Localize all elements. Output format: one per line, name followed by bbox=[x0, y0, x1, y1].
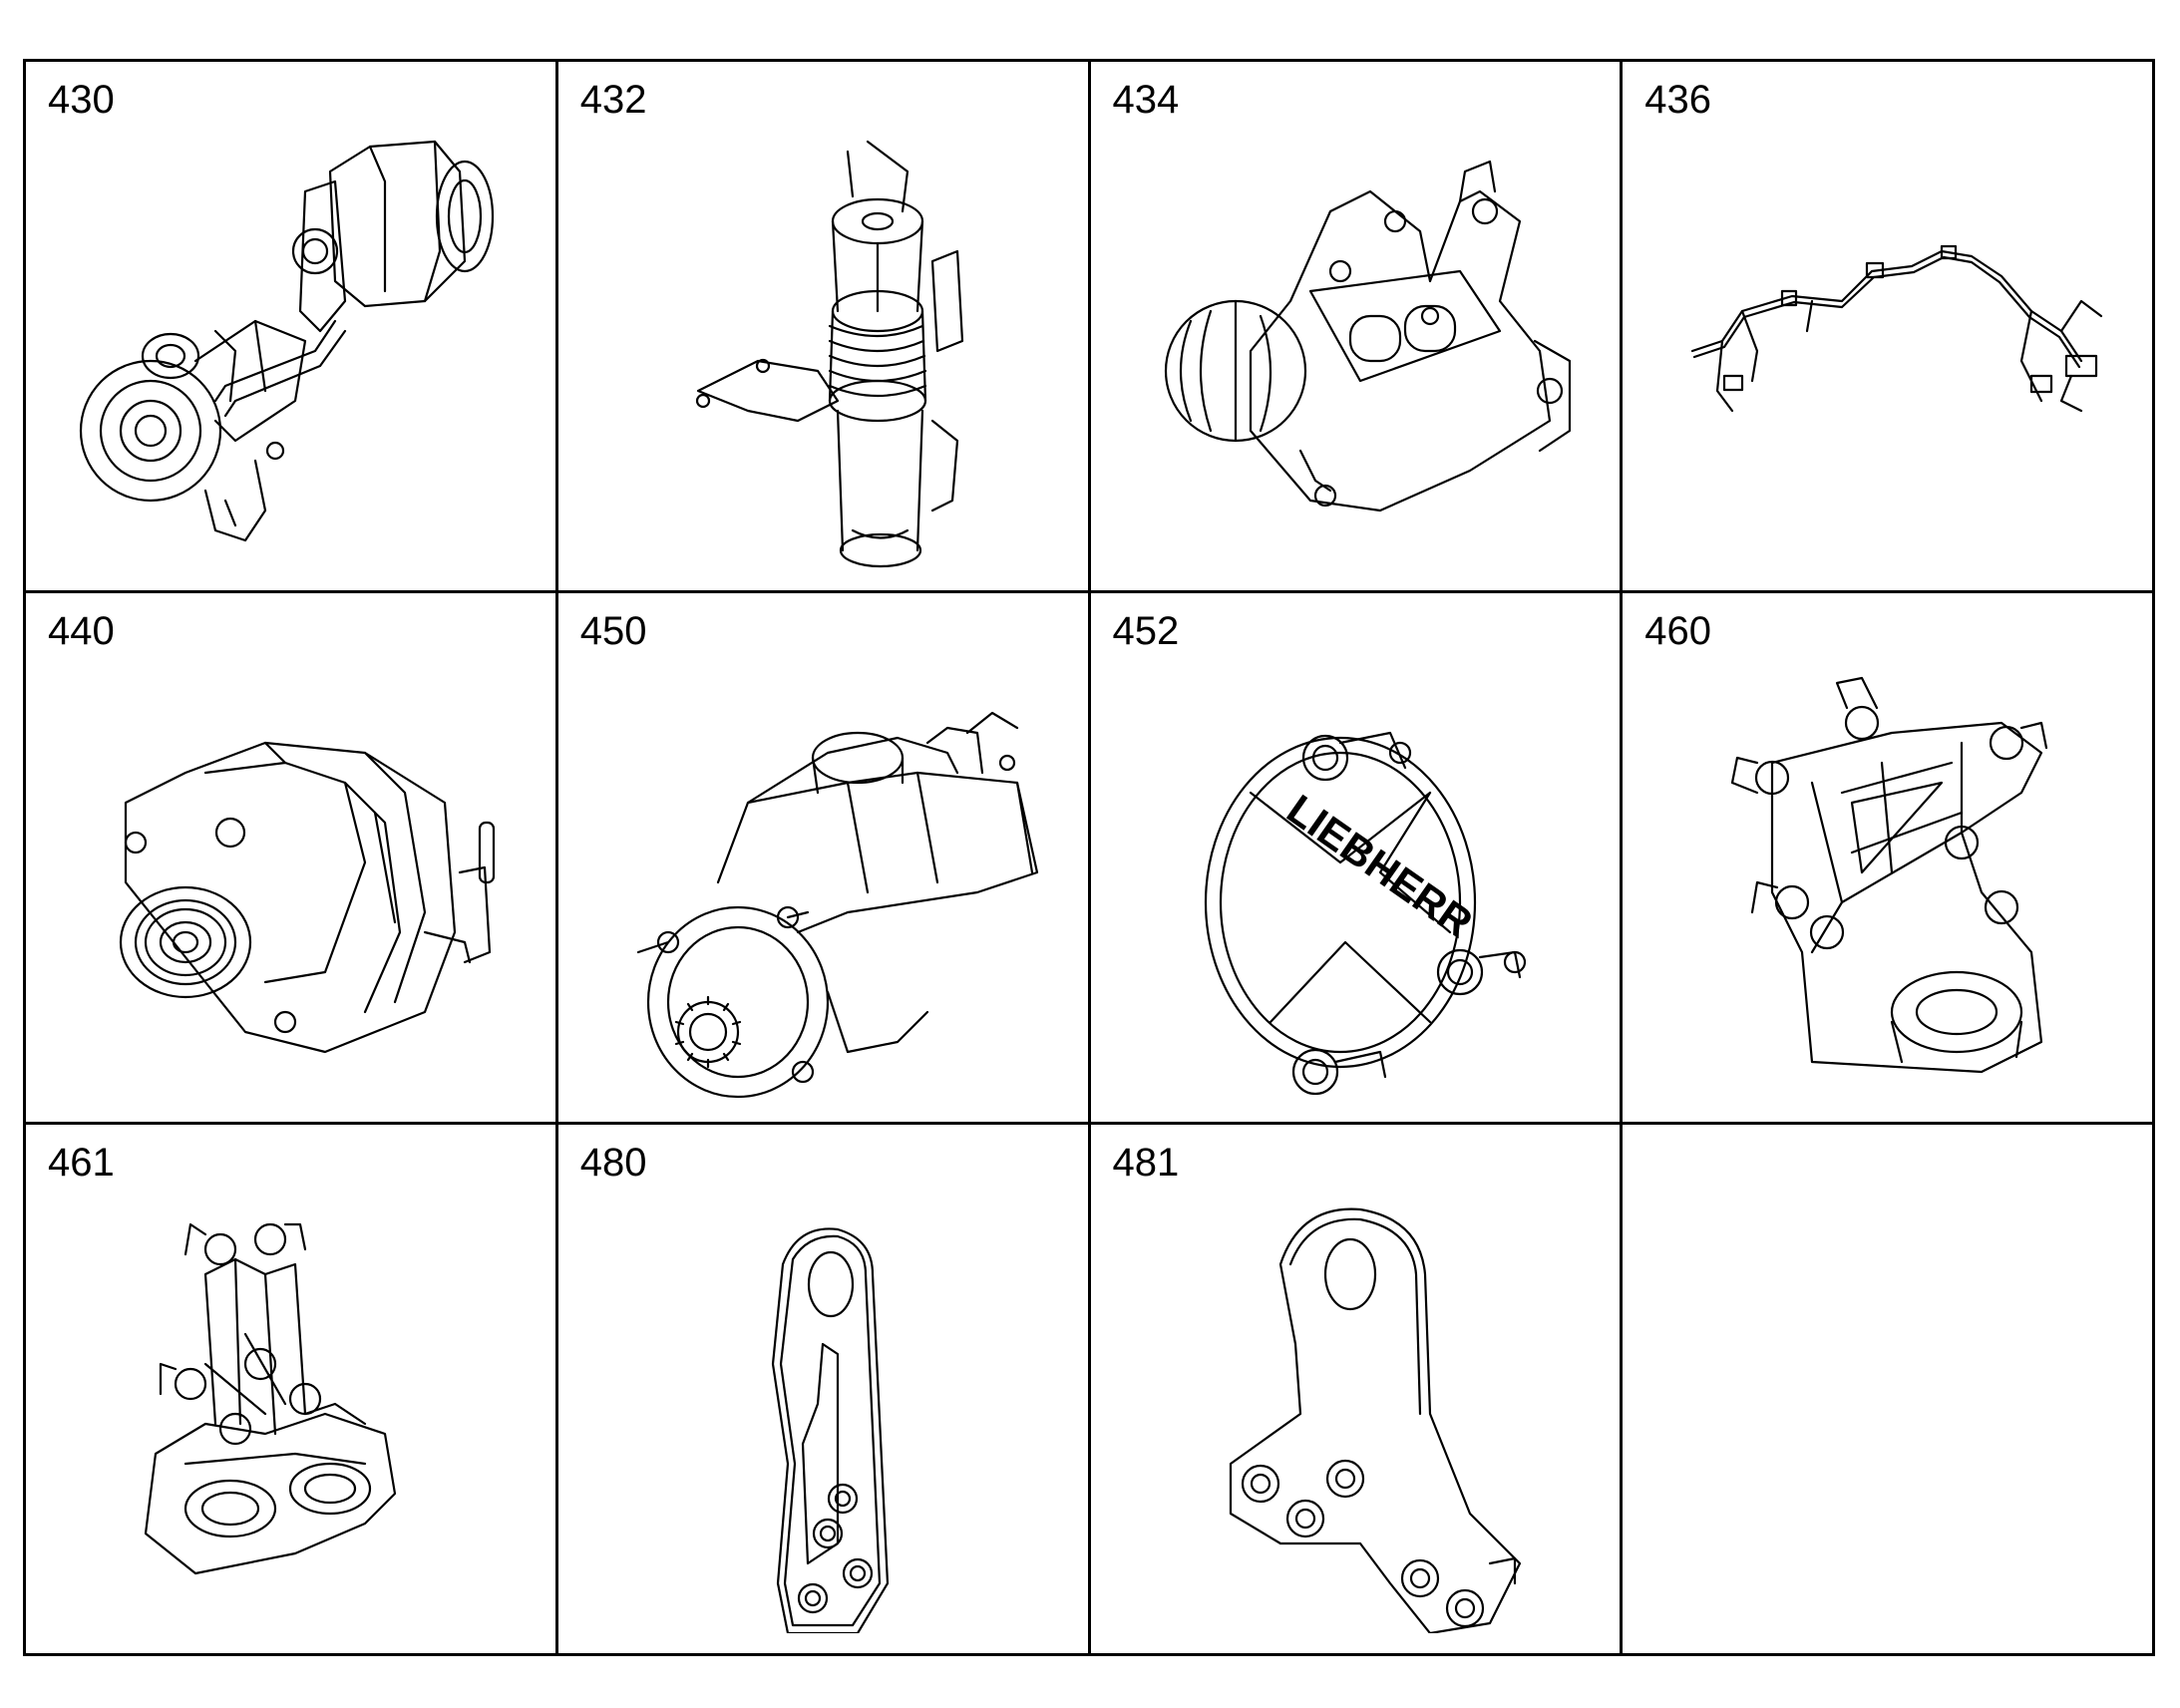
compressor-bracket-icon bbox=[1164, 160, 1571, 512]
lifting-eye-icon bbox=[1229, 1207, 1521, 1633]
part-number: 460 bbox=[1644, 609, 1711, 653]
part-cell-452[interactable]: 452 LIEBHERR bbox=[1090, 593, 1624, 1125]
part-cell-450[interactable]: 450 bbox=[557, 593, 1091, 1125]
cover-plate-icon: LIEBHERR bbox=[1204, 731, 1526, 1096]
wiring-harness-icon bbox=[1691, 244, 2103, 413]
intake-pipe-icon bbox=[695, 140, 963, 568]
engine-mount-icon bbox=[1731, 676, 2048, 1074]
part-number: 450 bbox=[579, 609, 647, 653]
part-number: 480 bbox=[579, 1141, 647, 1185]
part-cell-434[interactable]: 434 bbox=[1090, 62, 1624, 593]
part-cell-436[interactable]: 436 bbox=[1623, 62, 2155, 593]
parts-index-grid: 430 bbox=[23, 59, 2155, 1656]
part-number: 481 bbox=[1112, 1141, 1180, 1185]
part-number: 452 bbox=[1112, 609, 1180, 653]
dual-engine-mount-icon bbox=[144, 1222, 397, 1575]
part-number: 432 bbox=[579, 78, 647, 122]
part-cell-440[interactable]: 440 bbox=[26, 593, 558, 1125]
empty-cell bbox=[1623, 1125, 2155, 1656]
part-cell-480[interactable]: 480 bbox=[557, 1125, 1091, 1656]
part-number: 461 bbox=[48, 1141, 115, 1185]
part-cell-461[interactable]: 461 bbox=[26, 1125, 558, 1656]
starter-motor-icon bbox=[636, 711, 1038, 1099]
part-number: 430 bbox=[48, 78, 115, 122]
part-cell-430[interactable]: 430 bbox=[26, 62, 558, 593]
part-cell-460[interactable]: 460 bbox=[1623, 593, 2155, 1125]
part-number: 440 bbox=[48, 609, 115, 653]
part-cell-481[interactable]: 481 bbox=[1090, 1125, 1624, 1656]
turbocharger-icon bbox=[79, 140, 495, 542]
part-number: 434 bbox=[1112, 78, 1180, 122]
part-number: 436 bbox=[1644, 78, 1711, 122]
lifting-bracket-icon bbox=[771, 1227, 889, 1633]
part-cell-432[interactable]: 432 bbox=[557, 62, 1091, 593]
alternator-icon bbox=[119, 741, 496, 1054]
